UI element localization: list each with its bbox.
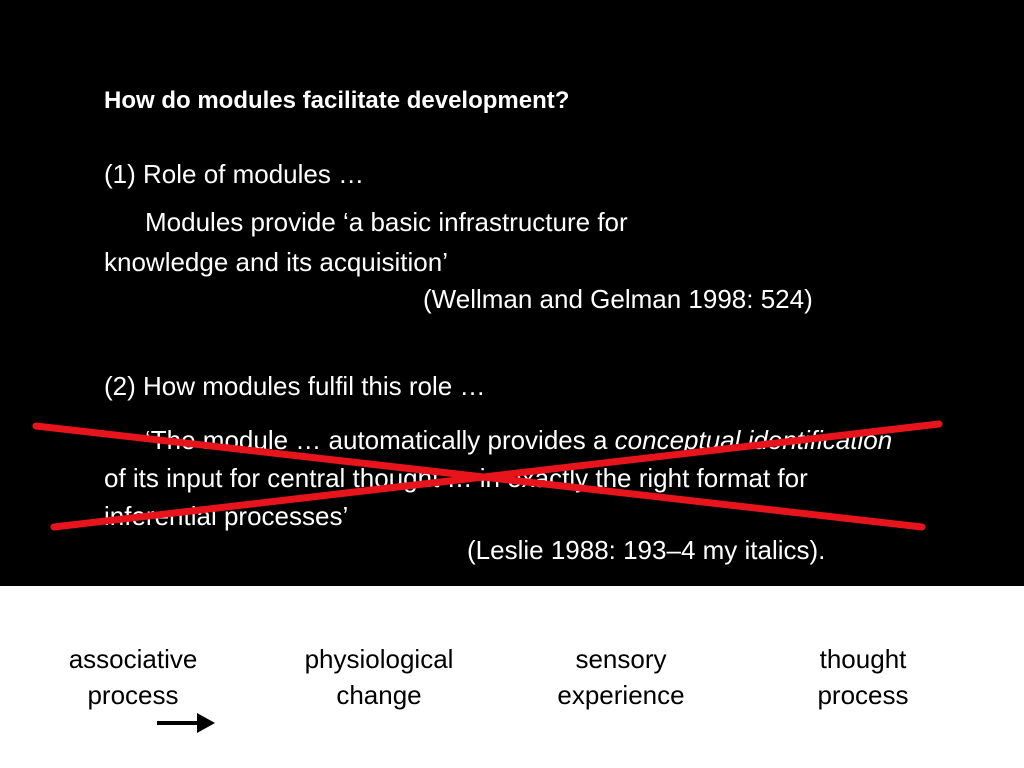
label-line1: physiological (304, 644, 454, 674)
label-line1: associative (68, 644, 198, 674)
label-thought-process: thought process (763, 641, 963, 713)
slide-title: How do modules facilitate development? (104, 87, 570, 114)
label-physiological-change: physiological change (279, 641, 479, 713)
section2-heading: (2) How modules fulfil this role … (104, 371, 486, 401)
cross-stroke-2 (50, 420, 943, 531)
label-line2: change (336, 680, 422, 710)
label-line1: sensory (575, 644, 667, 674)
label-line2: process (87, 680, 179, 710)
right-arrow-icon (157, 713, 215, 733)
section2-citation: (Leslie 1988: 193–4 my italics). (467, 535, 826, 565)
section1-heading: (1) Role of modules … (104, 159, 365, 189)
section2-quote: ‘The module … automatically provides a c… (104, 421, 904, 535)
label-sensory-experience: sensory experience (521, 641, 721, 713)
label-line1: thought (819, 644, 907, 674)
quote-part2: of its input for central thought … in ex… (104, 463, 808, 531)
quote-italic: conceptual identification (614, 425, 893, 455)
label-line2: experience (557, 680, 685, 710)
section1-quote-line2: knowledge and its acquisition’ (104, 247, 448, 277)
label-associative-process: associative process (33, 641, 233, 713)
section1-quote-line1: Modules provide ‘a basic infrastructure … (145, 207, 628, 237)
label-line2: process (817, 680, 909, 710)
section1-citation: (Wellman and Gelman 1998: 524) (423, 284, 813, 314)
red-cross-out-icon (32, 420, 943, 531)
slide-content: How do modules facilitate development? (… (0, 0, 1024, 586)
